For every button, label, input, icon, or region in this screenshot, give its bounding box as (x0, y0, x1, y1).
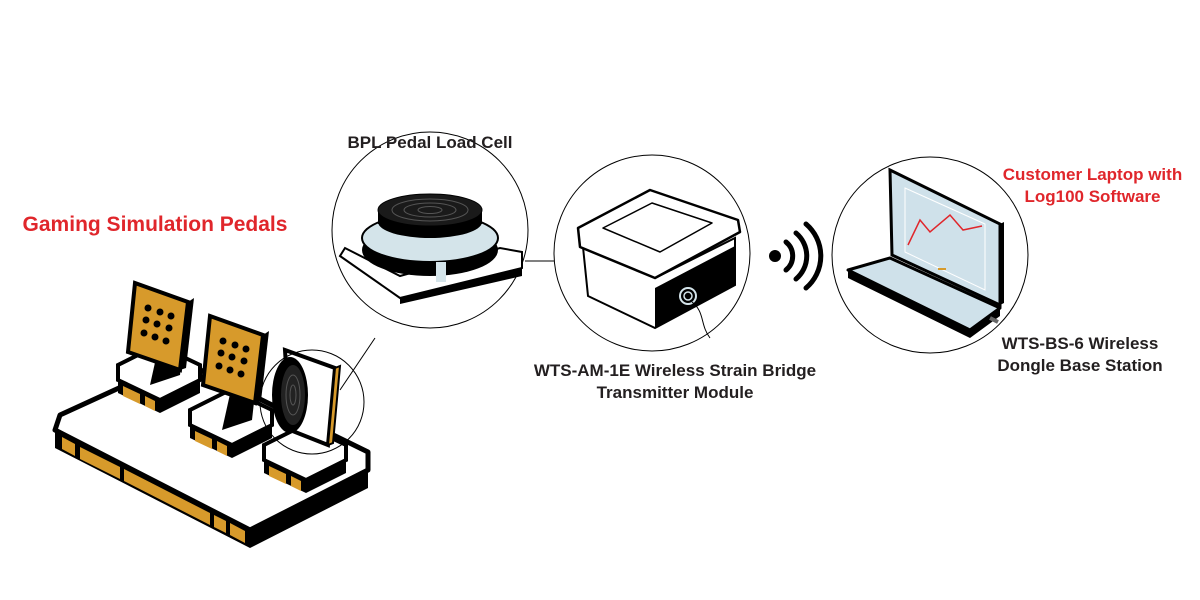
gaming-pedals-illustration (52, 280, 371, 548)
wireless-signal-icon (769, 221, 824, 291)
laptop-label: Customer Laptop with Log100 Software (980, 164, 1200, 208)
base-station-label: WTS-BS-6 Wireless Dongle Base Station (970, 333, 1190, 377)
laptop-label-line1: Customer Laptop with (1002, 165, 1183, 184)
pedal-1 (116, 280, 202, 413)
pedal-3-with-load-cell (259, 347, 365, 493)
screen-chart-line (907, 213, 983, 246)
laptop-illustration (831, 156, 1029, 354)
transmitter-illustration (553, 154, 751, 352)
pedals-label: Gaming Simulation Pedals (22, 213, 288, 236)
load-cell-illustration (331, 131, 529, 329)
transmitter-label-line1: WTS-AM-1E Wireless Strain Bridge (533, 361, 817, 380)
laptop-label-line2: Log100 Software (1024, 187, 1161, 206)
pedal-2 (188, 313, 274, 458)
base-station-label-line1: WTS-BS-6 Wireless (1001, 334, 1159, 353)
load-cell-label: BPL Pedal Load Cell (347, 133, 513, 152)
transmitter-label-line2: Transmitter Module (596, 383, 754, 402)
pedal-highlight-circle (259, 349, 365, 455)
base-station-label-line2: Dongle Base Station (997, 356, 1163, 375)
connector-pedal-to-loadcell (339, 337, 376, 391)
transmitter-label: WTS-AM-1E Wireless Strain Bridge Transmi… (500, 360, 850, 404)
